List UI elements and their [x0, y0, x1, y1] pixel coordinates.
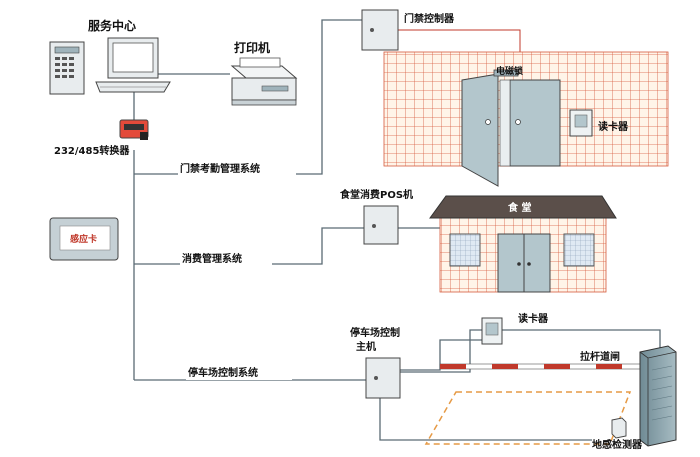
converter-icon [119, 119, 149, 140]
service-center-label: 服务中心 [88, 18, 136, 33]
canteen-sign: 食 堂 [507, 201, 531, 214]
consumption-system-label: 消费管理系统 [182, 252, 242, 265]
access-system-label-box [178, 160, 296, 176]
access-controller-box [361, 9, 399, 51]
ground-loop [424, 391, 632, 445]
em-lock-icon [493, 69, 519, 77]
door-right [499, 79, 561, 167]
printer-label: 打印机 [234, 40, 270, 55]
loop-detector-label: 地感检测器 [592, 438, 643, 451]
access-system-label: 门禁考勤管理系统 [180, 162, 260, 175]
barrier-gate-label: 拉杆道闸 [580, 350, 620, 363]
loop-detector-icon [611, 417, 627, 439]
consumption-system-label-box [180, 250, 272, 266]
canteen-building [429, 195, 617, 293]
barrier-boom [439, 363, 647, 370]
parking-card-reader-icon [481, 317, 503, 345]
parking-system-label-box [186, 364, 292, 380]
parking-card-reader-label: 读卡器 [518, 312, 549, 325]
card-label: 感应卡 [70, 233, 97, 245]
door-card-reader-label: 读卡器 [598, 120, 629, 133]
service-center-workstation [49, 37, 171, 95]
access-controller-label: 门禁控制器 [404, 12, 455, 25]
door-left [461, 73, 499, 187]
canteen-pos-box [363, 205, 399, 245]
parking-controller-label-line1: 停车场控制 [350, 326, 400, 339]
parking-controller-box [365, 357, 401, 399]
barrier-gate-cabinet [639, 345, 677, 447]
em-lock-label: 电磁锁 [496, 65, 523, 77]
parking-system-label: 停车场控制系统 [188, 366, 258, 379]
door-card-reader-icon [569, 109, 593, 137]
printer-icon [230, 57, 298, 106]
proximity-card-icon [49, 217, 119, 261]
parking-controller-label-line2: 主机 [356, 340, 376, 353]
canteen-pos-label: 食堂消费POS机 [339, 188, 413, 201]
converter-label: 232/485转换器 [54, 144, 130, 157]
